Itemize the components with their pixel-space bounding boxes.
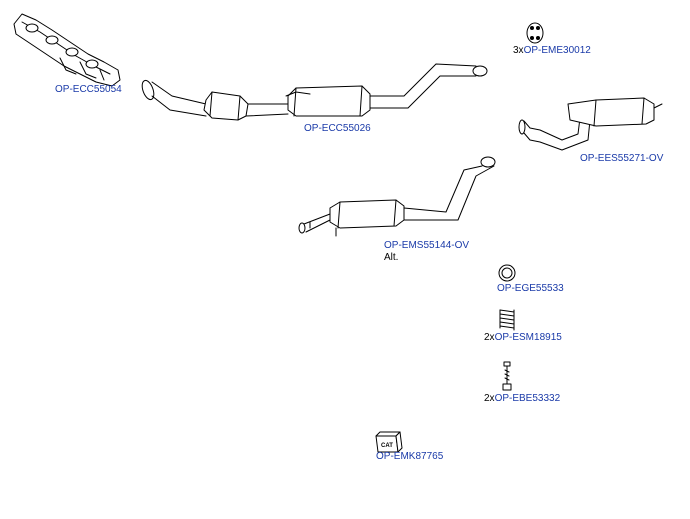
rubber-hanger-icon[interactable]	[526, 22, 544, 44]
bolt-icon[interactable]	[502, 361, 512, 391]
rear-silencer-icon[interactable]	[518, 97, 663, 151]
part-code-link[interactable]: OP-ESM18915	[494, 332, 562, 343]
part-note-alt: Alt.	[384, 252, 398, 264]
part-note: Alt.	[384, 252, 399, 263]
mounting-kit-badge: CAT	[381, 443, 393, 449]
part-label-spring: 2xOP-ESM18915	[484, 332, 562, 344]
part-code-link[interactable]: OP-EES55271-OV	[580, 153, 664, 164]
part-label-hanger: 3xOP-EME30012	[513, 45, 591, 57]
part-code-link[interactable]: OP-EBE53332	[494, 393, 561, 404]
mounting-kit-box-icon[interactable]: CAT	[375, 431, 403, 453]
part-label-gasket: OP-EGE55533	[497, 283, 564, 295]
part-label-manifold: OP-ECC55054	[55, 84, 122, 96]
gasket-ring-icon[interactable]	[498, 264, 516, 282]
part-label-rear-silencer: OP-EES55271-OV	[580, 153, 663, 165]
part-code-link[interactable]: OP-EMS55144-OV	[384, 240, 470, 251]
part-quantity: 2x	[484, 332, 495, 343]
part-code-link[interactable]: OP-ECC55026	[304, 123, 371, 134]
front-pipe-catalyst-icon[interactable]	[140, 63, 488, 121]
part-code-link[interactable]: OP-ECC55054	[55, 84, 122, 95]
part-label-mounting-kit: OP-EMK87765	[376, 451, 443, 463]
part-label-middle-silencer: OP-EMS55144-OV	[384, 240, 469, 252]
part-label-front-pipe: OP-ECC55026	[304, 123, 371, 135]
middle-silencer-icon[interactable]	[298, 156, 496, 237]
part-quantity: 3x	[513, 45, 524, 56]
exhaust-manifold-icon[interactable]	[13, 13, 121, 87]
part-code-link[interactable]: OP-EGE55533	[497, 283, 564, 294]
part-code-link[interactable]: OP-EMK87765	[376, 451, 444, 462]
part-label-bolt: 2xOP-EBE53332	[484, 393, 560, 405]
part-code-link[interactable]: OP-EME30012	[523, 45, 591, 56]
part-quantity: 2x	[484, 393, 495, 404]
spring-icon[interactable]	[499, 309, 515, 331]
